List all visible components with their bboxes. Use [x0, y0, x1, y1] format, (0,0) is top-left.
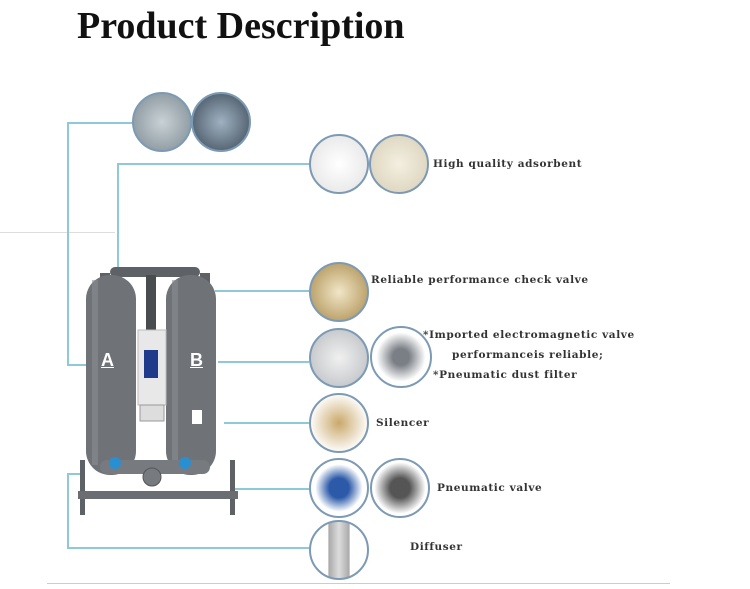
connector-line — [67, 122, 69, 366]
connector-line — [232, 488, 309, 490]
connector-line — [67, 473, 83, 475]
butterfly-valve-image — [309, 458, 369, 518]
dust-filter-label: *Pneumatic dust filter — [433, 369, 578, 381]
silencer-image — [309, 393, 369, 453]
tank-a-label: A — [101, 350, 114, 370]
connector-line — [215, 290, 309, 292]
solenoid-valve-label-2: performanceis reliable; — [452, 349, 604, 361]
control-panel-image — [132, 92, 192, 152]
divider — [47, 583, 670, 584]
solenoid-valve-image — [309, 328, 369, 388]
adsorbent-image — [309, 134, 369, 194]
page-title: Product Description — [77, 5, 405, 47]
diffuser-label: Diffuser — [410, 541, 463, 553]
controller-display-image — [191, 92, 251, 152]
diffuser-image — [309, 520, 369, 580]
dust-filter-image — [370, 326, 432, 388]
connector-line — [67, 122, 133, 124]
check-valve-label: Reliable performance check valve — [371, 274, 589, 286]
connector-line — [67, 547, 309, 549]
connector-line — [117, 163, 309, 165]
connector-line — [218, 361, 309, 363]
connector-line — [0, 232, 115, 233]
pneumatic-valve-image — [370, 458, 430, 518]
connector-line — [67, 364, 97, 366]
pneumatic-valve-label: Pneumatic valve — [437, 482, 543, 494]
tank-b-label: B — [190, 350, 203, 370]
check-valve-image — [309, 262, 369, 322]
adsorbent-label: High quality adsorbent — [433, 158, 583, 170]
adsorbent-beads-image — [369, 134, 429, 194]
connector-line — [67, 473, 69, 549]
solenoid-valve-label-1: *Imported electromagnetic valve — [423, 329, 635, 341]
connector-line — [224, 422, 309, 424]
silencer-label: Silencer — [376, 417, 430, 429]
connector-line — [117, 163, 119, 271]
desiccant-dryer-image — [78, 267, 238, 515]
